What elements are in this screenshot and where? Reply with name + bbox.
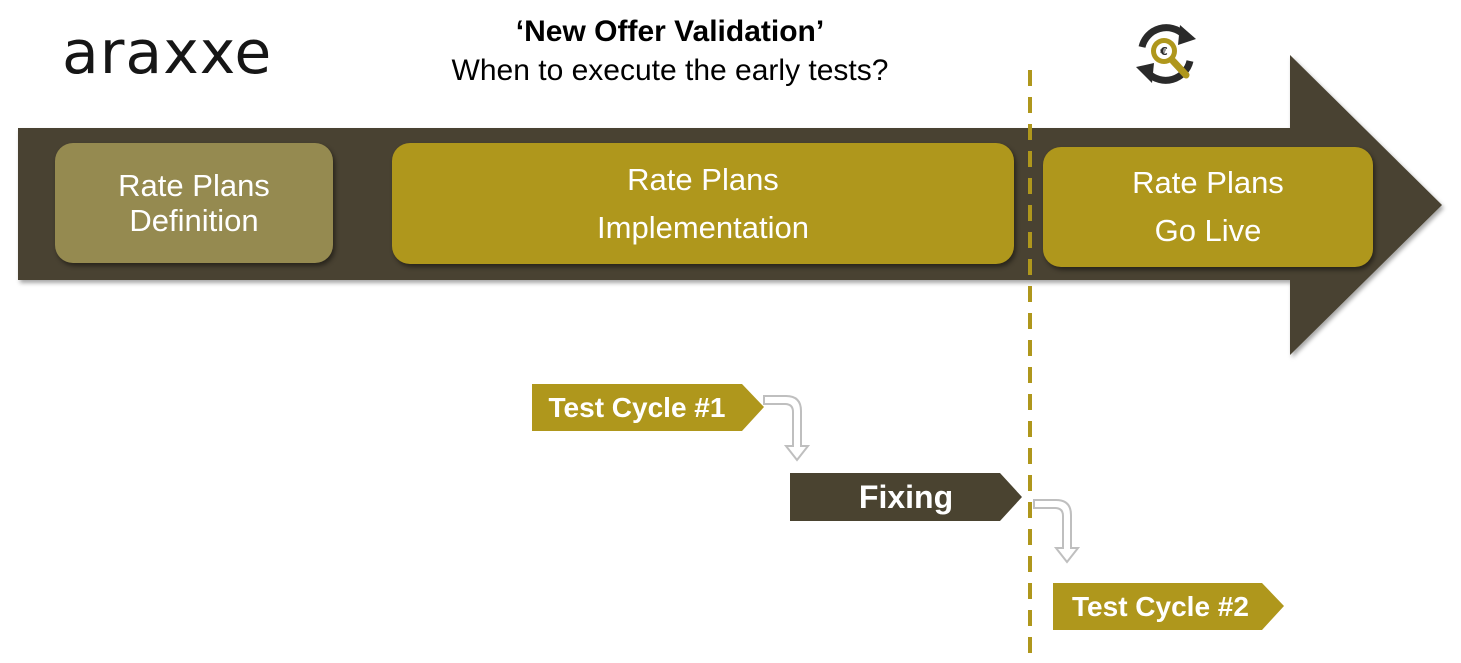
fixing-label: Fixing [858,478,954,515]
phase-2-line1: Rate Plans [627,161,779,197]
phase-3-line1: Rate Plans [1132,165,1284,200]
phase-rate-plans-definition: Rate Plans Definition [55,143,333,263]
fixing-shape [790,473,1022,521]
phase-2-line2: Implementation [597,209,809,245]
test-cycle-2-label: Test Cycle #2 [1072,590,1249,622]
phase-1-line2: Definition [129,203,259,238]
bent-down-arrow-icon [763,395,811,462]
title-block: ‘New Offer Validation’ When to execute t… [380,14,960,92]
araxxe-logo: araxxe [62,18,273,88]
euro-magnifier-cycle-icon: € [1136,24,1196,84]
test-cycle-2-shape [1053,583,1284,630]
phase-rate-plans-implementation: Rate Plans Implementation [392,143,1014,264]
phase-rate-plans-go-live: Rate Plans Go Live [1043,147,1373,267]
test-cycle-1-label: Test Cycle #1 [548,391,726,423]
bent-down-arrow-icon [1033,499,1081,564]
phase-1-line1: Rate Plans [118,168,270,203]
test-cycle-1-shape [532,384,764,431]
phase-3-line2: Go Live [1154,213,1262,248]
diagram-subtitle: When to execute the early tests? [451,54,889,87]
svg-text:€: € [1159,45,1168,58]
diagram-title: ‘New Offer Validation’ [515,15,825,48]
